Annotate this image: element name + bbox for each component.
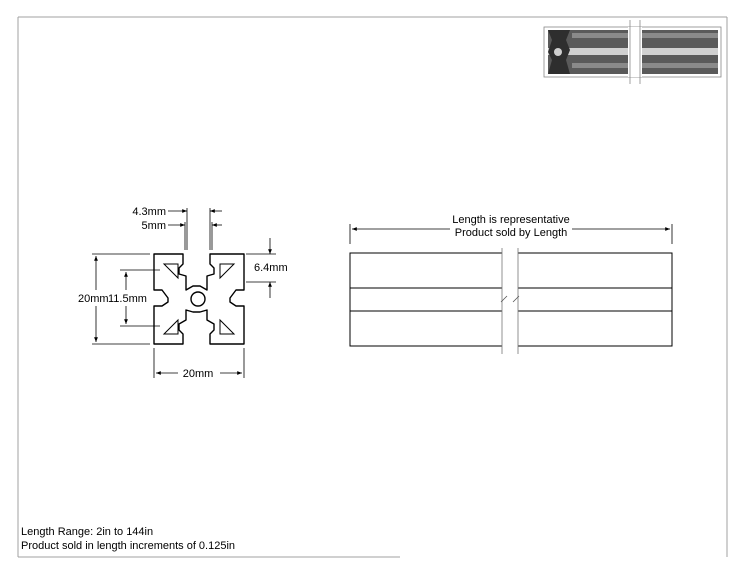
overall-height-label: 20mm (78, 293, 109, 305)
profile-cross-section (153, 253, 245, 345)
width-dimension (153, 348, 245, 378)
inner-height-label: 11.5mm (108, 293, 147, 305)
length-dimension (349, 224, 673, 244)
length-increments-note: Product sold in length increments of 0.1… (21, 540, 235, 552)
inner-height-dimension (120, 269, 160, 327)
slot-depth-dimension (246, 238, 276, 298)
height-dimension (92, 253, 150, 345)
length-representative-label: Length is representative (452, 214, 569, 226)
isometric-preview (543, 20, 722, 84)
slot-dimension (168, 208, 222, 250)
slot-opening-label: 4.3mm (132, 206, 166, 218)
slot-width-label: 5mm (142, 220, 166, 232)
overall-width-label: 20mm (183, 368, 214, 380)
length-side-view (349, 248, 673, 354)
sold-by-length-label: Product sold by Length (455, 227, 568, 239)
drawing-frame (17, 16, 728, 558)
length-range-note: Length Range: 2in to 144in (21, 526, 153, 538)
slot-depth-label: 6.4mm (254, 262, 288, 274)
